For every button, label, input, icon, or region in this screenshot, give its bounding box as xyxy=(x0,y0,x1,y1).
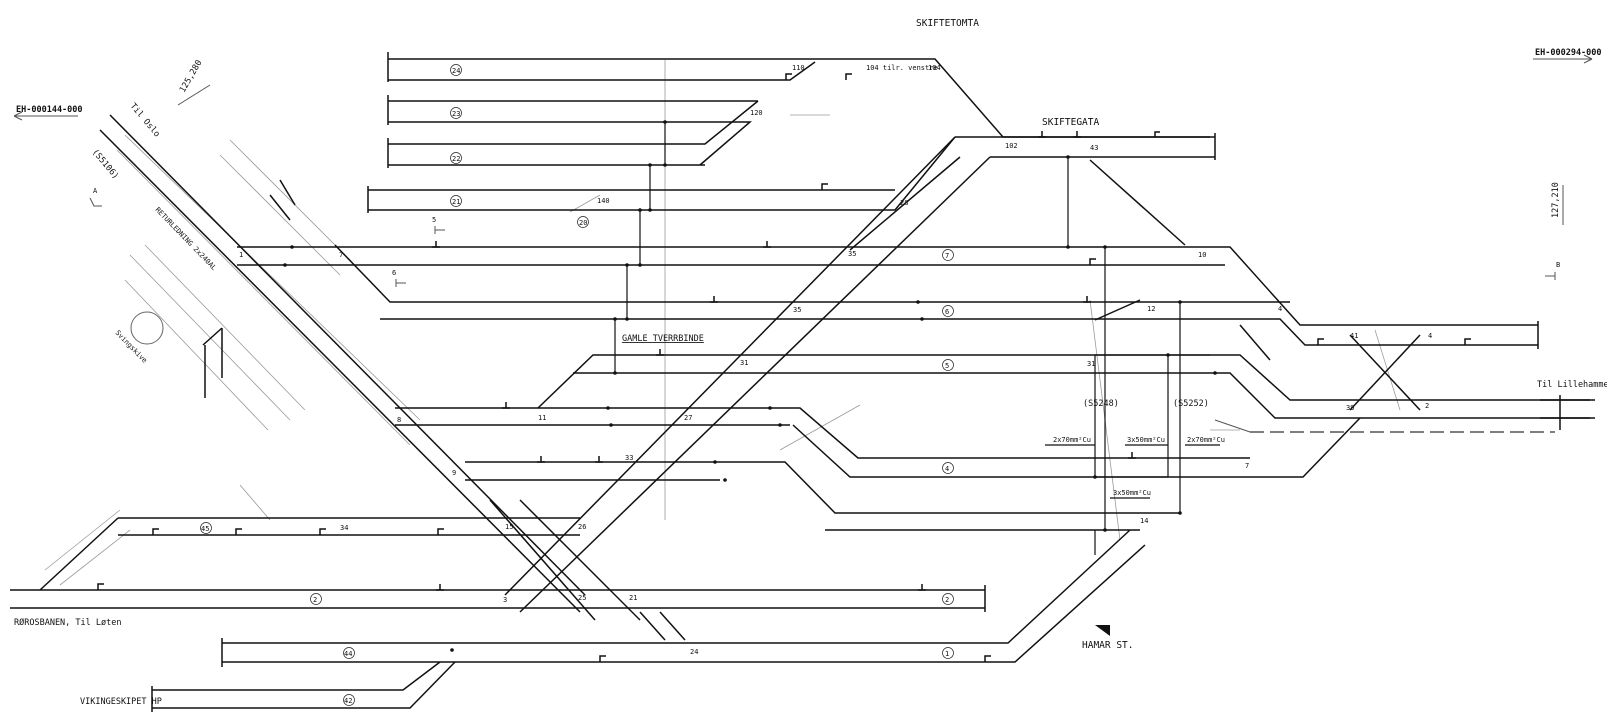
switch-1: 1 xyxy=(239,251,243,259)
label-til-lillehammer: Til Lillehammer xyxy=(1537,380,1607,390)
cable-4: 3x50mm²Cu xyxy=(1113,489,1151,497)
km-right: 127,210 xyxy=(1551,182,1561,218)
switch-26: 26 xyxy=(578,523,586,531)
switch-31a: 31 xyxy=(740,359,748,367)
track-21: 21 xyxy=(452,198,460,206)
switch-15: 15 xyxy=(505,523,513,531)
switch-24: 24 xyxy=(690,648,698,656)
label-s5248: (S5248) xyxy=(1083,399,1119,409)
label-godsvei: GAMLE TVERRBINDE xyxy=(622,334,704,344)
switch-33: 33 xyxy=(625,454,633,462)
switch-31b: 31 xyxy=(1087,360,1095,368)
feeder-lines xyxy=(614,122,1220,555)
switch-11: 11 xyxy=(538,414,546,422)
switch-102: 102 xyxy=(1005,142,1018,150)
track-2l: 2 xyxy=(313,596,317,604)
marker-b: B xyxy=(1556,261,1560,269)
label-s5252: (S5252) xyxy=(1173,399,1209,409)
km-left: 125,280 xyxy=(178,58,205,94)
switch-27: 27 xyxy=(684,414,692,422)
label-vikingeskipet: VIKINGESKIPET HP xyxy=(80,697,162,707)
title-skiftetomta: SKIFTETOMTA xyxy=(916,18,979,29)
switch-140: 140 xyxy=(597,197,610,205)
track-20: 20 xyxy=(579,219,587,227)
track-6: 6 xyxy=(945,308,949,316)
switch-104: 104 xyxy=(928,64,941,72)
switch-43: 43 xyxy=(1090,144,1098,152)
left-note: 104 tilr. venstre xyxy=(866,64,938,72)
switch-35b: 35 xyxy=(793,306,801,314)
track-45: 45 xyxy=(201,525,209,533)
overhead-line-guides xyxy=(44,60,1401,586)
switch-2: 2 xyxy=(1425,402,1429,410)
track-7: 7 xyxy=(945,252,949,260)
track-5: 5 xyxy=(945,362,949,370)
switch-3: 3 xyxy=(503,596,507,604)
track-number-circles xyxy=(200,64,954,706)
track-24: 24 xyxy=(452,67,460,75)
switch-12: 12 xyxy=(1147,305,1155,313)
tracks xyxy=(10,52,1595,712)
signals xyxy=(97,73,1471,662)
track-22: 22 xyxy=(452,155,460,163)
switch-110: 110 xyxy=(792,64,805,72)
track-44: 44 xyxy=(344,650,352,658)
switch-7: 7 xyxy=(339,251,343,259)
switch-4: 4 xyxy=(1278,305,1282,313)
label-rorosbanen: RØROSBANEN, Til Løten xyxy=(14,617,121,628)
eh-left: EH-000144-000 xyxy=(16,105,83,115)
switch-28: 28 xyxy=(900,199,908,207)
switch-14: 14 xyxy=(1140,517,1148,525)
switch-8: 8 xyxy=(397,416,401,424)
junction-dots xyxy=(283,120,1217,652)
right-arrow-icon xyxy=(1533,54,1593,64)
label-svingskive: Svingskive xyxy=(114,329,149,365)
switch-7b: 7 xyxy=(1245,462,1249,470)
station-marker-icon xyxy=(1095,625,1110,636)
track-42: 42 xyxy=(344,697,352,705)
cable-1: 2x70mm²Cu xyxy=(1053,436,1091,444)
label-til-oslo: Til Oslo xyxy=(128,102,162,140)
switch-9: 9 xyxy=(452,469,456,477)
switch-39: 39 xyxy=(1346,404,1354,412)
cable-2: 3x50mm²Cu xyxy=(1127,436,1165,444)
switch-21: 21 xyxy=(629,594,637,602)
labels: SKIFTETOMTA SKIFTEGATA EH-000144-000 EH-… xyxy=(14,18,1607,707)
eh-right: EH-000294-000 xyxy=(1535,48,1602,58)
marker-6: 6 xyxy=(392,269,396,277)
track-2r: 2 xyxy=(945,596,949,604)
track-1: 1 xyxy=(945,650,949,658)
switch-35a: 35 xyxy=(848,250,856,258)
marker-5: 5 xyxy=(432,216,436,224)
switch-10: 10 xyxy=(1198,251,1206,259)
switch-120: 120 xyxy=(750,109,763,117)
switch-25: 25 xyxy=(578,594,586,602)
switch-41: 41 xyxy=(1350,332,1358,340)
label-s5106: (S5106) xyxy=(90,148,121,182)
left-arrow-icon xyxy=(13,111,78,121)
track-23: 23 xyxy=(452,110,460,118)
switch-4b: 4 xyxy=(1428,332,1432,340)
label-skiftegata: SKIFTEGATA xyxy=(1042,117,1099,128)
label-hamar: HAMAR ST. xyxy=(1082,640,1133,651)
turntable-circle xyxy=(130,311,164,345)
cable-3: 2x70mm²Cu xyxy=(1187,436,1225,444)
signal-icons xyxy=(89,197,1556,287)
track-4: 4 xyxy=(945,465,949,473)
marker-a: A xyxy=(93,187,98,195)
switch-34: 34 xyxy=(340,524,348,532)
